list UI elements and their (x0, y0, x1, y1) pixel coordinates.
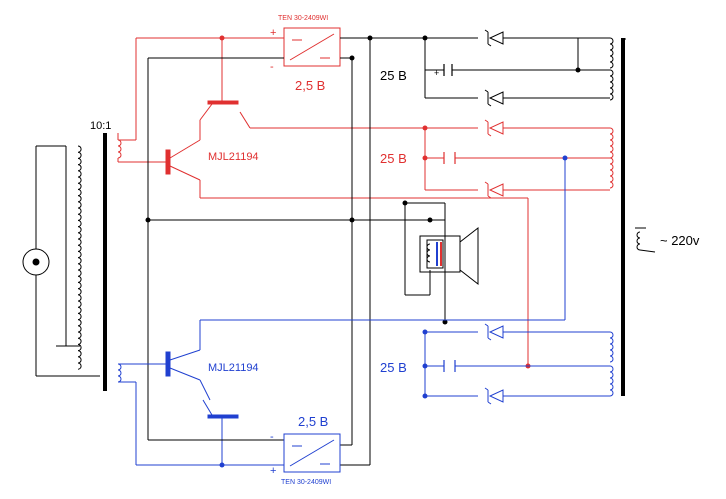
cap-mid-voltage: 25 В (380, 151, 407, 166)
input-transformer-core (103, 133, 107, 391)
speaker-icon (426, 242, 442, 266)
converter-top-voltage: 2,5 В (295, 78, 325, 93)
converter-top-minus: - (270, 61, 274, 73)
transistor-top (165, 100, 239, 181)
input-transformer-primary (77, 145, 82, 370)
converter-bottom-voltage: 2,5 В (298, 414, 328, 429)
converter-bottom-plus: + (270, 465, 276, 477)
converter-bottom-minus: - (270, 431, 274, 443)
capacitors (443, 64, 456, 372)
converter-bottom-model: TEN 30-2409WI (281, 479, 331, 486)
transistor-bottom-label: MJL21194 (208, 362, 259, 374)
cap-bottom-voltage: 25 В (380, 360, 407, 375)
mains-transformer-core (621, 38, 625, 396)
converter-top-plus: + (270, 27, 276, 39)
top-red-junctions (219, 35, 531, 369)
diodes (484, 29, 504, 405)
bottom-black-wiring (148, 439, 370, 466)
cap-top-plus: + (434, 68, 439, 78)
mains-label: ~ 220v (660, 233, 700, 248)
ratio-label: 10:1 (90, 120, 111, 132)
transistor-bottom (165, 349, 239, 419)
black-junctions (145, 35, 581, 325)
bottom-blue-wiring (117, 158, 614, 466)
converter-top-model: TEN 30-2409WI (278, 15, 328, 22)
converter-top (283, 27, 341, 67)
transistor-top-label: MJL21194 (208, 151, 259, 163)
top-red-wiring (117, 37, 614, 366)
signal-source (22, 145, 100, 377)
cap-top-voltage: 25 В (380, 68, 407, 83)
bottom-blue-junctions (219, 155, 568, 468)
converter-bottom (283, 433, 341, 473)
black-wiring (147, 37, 656, 465)
